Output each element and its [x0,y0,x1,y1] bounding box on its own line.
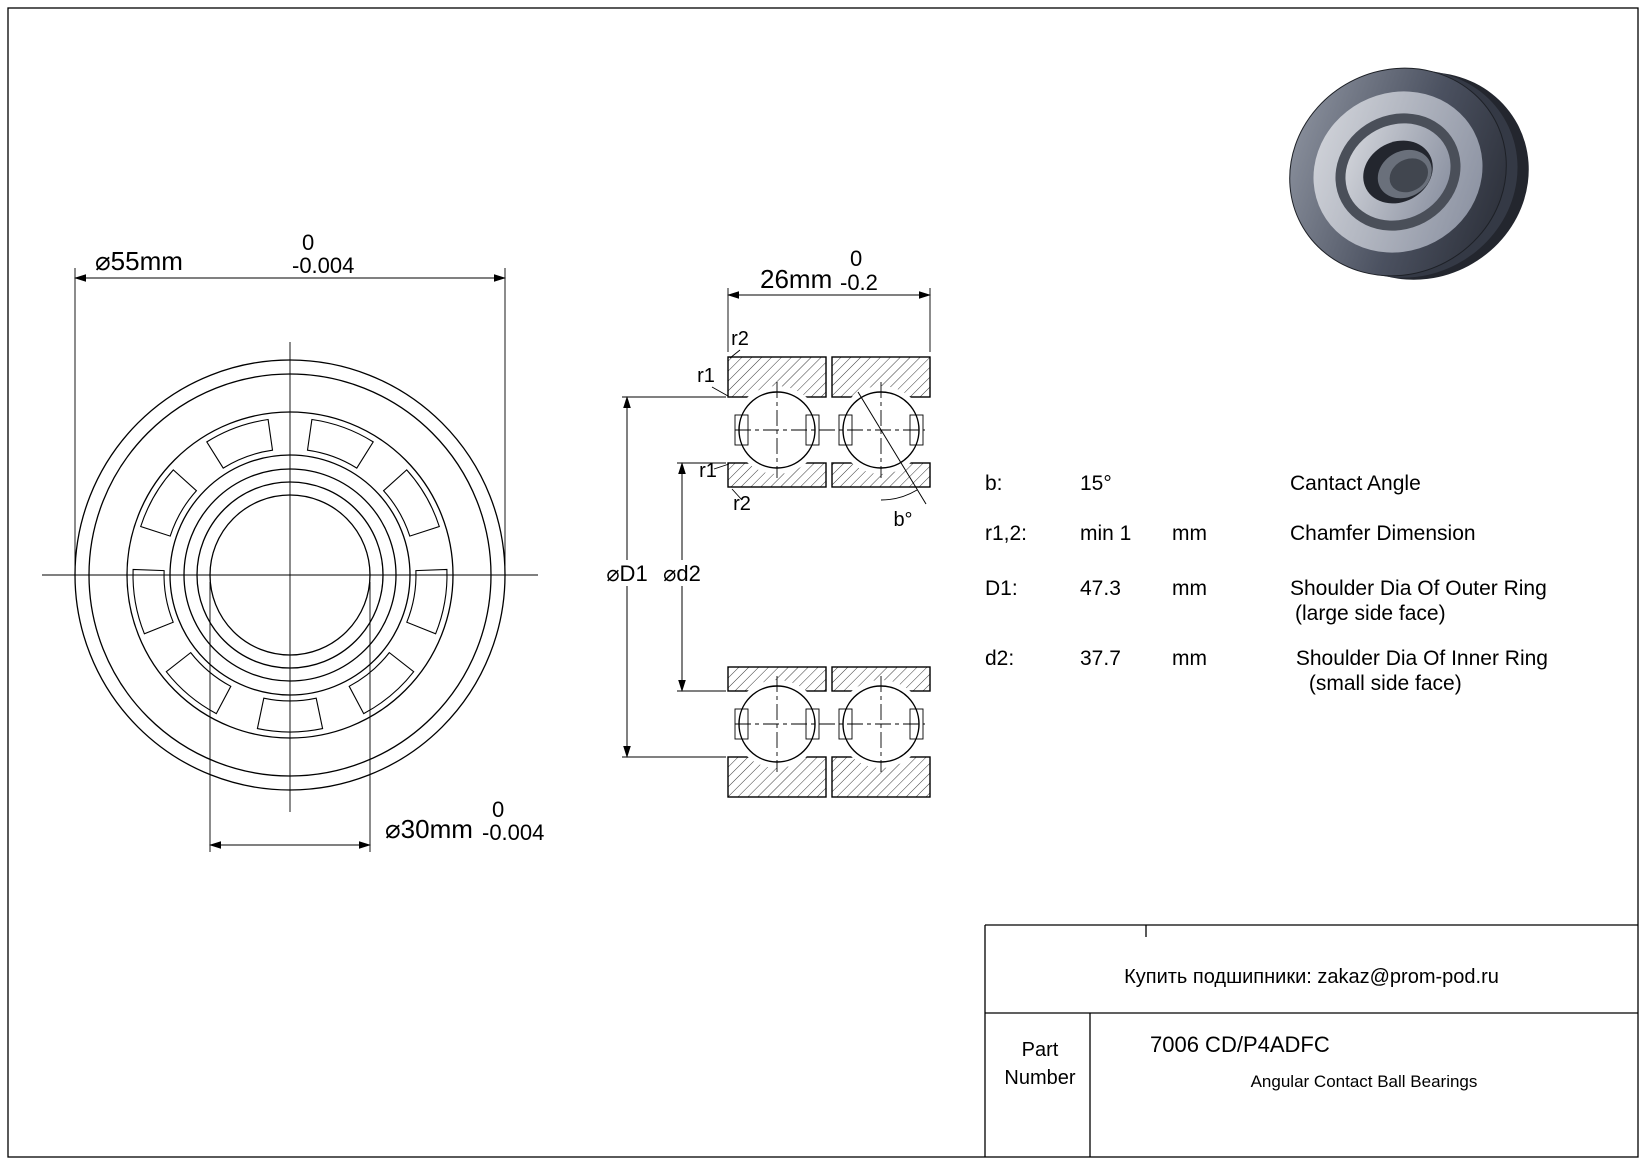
cage-pocket [382,469,440,537]
outer-ring-od-circle [74,359,506,791]
dim-bore-tol-top: 0 [492,797,504,822]
r1-label-top: r1 [697,365,715,387]
leader-line [711,386,729,397]
chamfer-labels: r2 r1 r1 r2 [697,328,751,515]
leader-line [729,349,741,359]
dim-width-tol-bottom: -0.2 [840,270,878,295]
spec-row-chamfer: r1,2: min 1 mm Chamfer Dimension [985,522,1635,550]
dim-outer-tol-bottom: -0.004 [292,253,354,278]
part-label-line2: Number [1004,1067,1076,1089]
label-background [656,560,708,586]
spec-desc-line2: (large side face) [1295,602,1446,625]
cage-pocket [348,651,415,715]
dim-shoulder-diameters: ⌀D1 ⌀d2 [601,396,726,758]
part-number-value: 7006 CD/P4ADFC [1150,1032,1330,1057]
drawing-frame [7,7,1639,1158]
part-number-label: Part Number [992,1036,1088,1092]
spec-value: 37.7 [1080,647,1121,670]
inner-ring-face-circle [183,468,397,682]
spec-desc-line2: (small side face) [1303,672,1462,695]
spec-desc: Shoulder Dia Of Outer Ring [1290,577,1547,600]
spec-row-inner-shoulder: d2: 37.7 mm Shoulder Dia Of Inner Ring (… [985,647,1635,701]
cage-pocket [206,418,274,469]
d1-label: ⌀D1 [606,561,647,586]
label-background [601,560,653,586]
d2-label: ⌀d2 [663,561,701,586]
contact-angle-arc [880,489,918,501]
title-block-lines [984,924,1638,1157]
cage-pocket [140,469,198,537]
cage-pocket [406,568,448,635]
spec-key: r1,2: [985,522,1028,545]
dim-outer-value: ⌀55mm [95,246,183,276]
bearing-3d-bore-shadow [1389,158,1429,193]
spec-key: d2: [985,647,1015,670]
spec-unit: mm [1172,647,1207,670]
dim-bore-diameter: ⌀30mm 0 -0.004 [209,582,544,852]
bearing-3d-image [1289,67,1529,280]
front-view: ⌀55mm 0 -0.004 ⌀30mm 0 -0.004 [42,230,544,852]
cage-pocket [165,651,232,715]
spec-row-contact-angle: b: 15° Cantact Angle [985,472,1635,500]
spec-desc: Cantact Angle [1290,472,1421,495]
cage-pocket [306,418,374,469]
dim-width-tol-top: 0 [850,246,862,271]
cage-pocket [256,697,324,733]
cage-pocket [132,568,174,635]
spec-desc: Chamfer Dimension [1290,522,1476,545]
dim-width-value: 26mm [760,264,832,294]
r2-label-top: r2 [731,328,749,350]
spec-value: 15° [1080,472,1112,495]
bearing-type-text: Angular Contact Ball Bearings [1250,1072,1478,1091]
r1-label-mid: r1 [699,460,717,482]
section-view: b° 26mm 0 -0.2 r2 r1 r1 r2 [601,246,931,798]
inner-raceway-circle [169,454,411,696]
dim-bore-value: ⌀30mm [385,814,473,844]
leader-line [731,488,743,501]
spec-key: D1: [985,577,1018,600]
spec-desc: Shoulder Dia Of Inner Ring [1290,647,1548,670]
contact-email-text: Купить подшипники: zakaz@prom-pod.ru [1124,966,1499,988]
spec-unit: mm [1172,577,1207,600]
spec-row-outer-shoulder: D1: 47.3 mm Shoulder Dia Of Outer Ring (… [985,577,1635,631]
spec-unit: mm [1172,522,1207,545]
spec-value: 47.3 [1080,577,1121,600]
contact-angle-line [857,391,927,505]
part-label-line1: Part [1021,1039,1059,1061]
spec-value: min 1 [1080,522,1132,545]
cage-pockets [132,418,448,733]
dim-outer-diameter: ⌀55mm 0 -0.004 [74,230,506,566]
inner-ring-circle [196,481,384,669]
dim-outer-tol-top: 0 [302,230,314,255]
r2-label-mid: r2 [733,493,751,515]
outer-raceway-circle [126,411,454,739]
contact-angle: b° [857,391,927,531]
spec-key: b: [985,472,1003,495]
outer-ring-face-circle [88,373,492,777]
dim-width: 26mm 0 -0.2 [727,246,931,352]
bore-circle [209,494,371,656]
dim-bore-tol-bottom: -0.004 [482,820,544,845]
leader-line [713,463,730,470]
contact-angle-label: b° [893,509,912,531]
